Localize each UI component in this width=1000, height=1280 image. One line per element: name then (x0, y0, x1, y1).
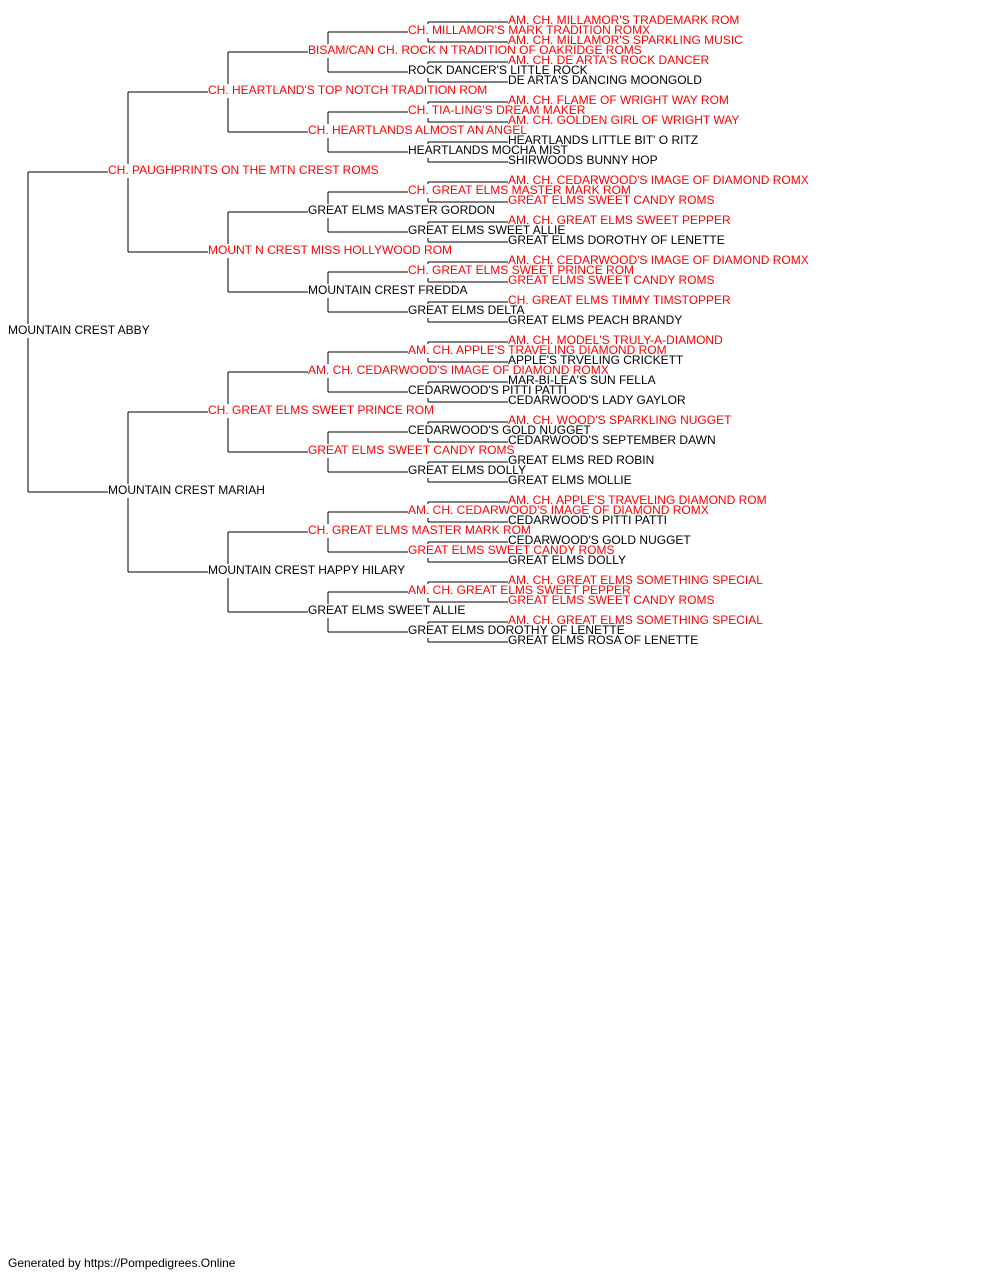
dog-name-mar-bi-lea-s-sun-fella: MAR-BI-LEA'S SUN FELLA (508, 373, 656, 387)
dog-name-mount-n-crest-miss-hollywood-rom: MOUNT N CREST MISS HOLLYWOOD ROM (208, 243, 452, 257)
dog-name-mountain-crest-fredda: MOUNTAIN CREST FREDDA (308, 283, 468, 297)
dog-name-great-elms-dolly: GREAT ELMS DOLLY (508, 553, 626, 567)
dog-name-ch-tia-ling-s-dream-maker: CH. TIA-LING'S DREAM MAKER (408, 103, 586, 117)
dog-name-cedarwood-s-september-dawn: CEDARWOOD'S SEPTEMBER DAWN (508, 433, 716, 447)
dog-name-am-ch-great-elms-sweet-pepper: AM. CH. GREAT ELMS SWEET PEPPER (408, 583, 631, 597)
dog-name-am-ch-great-elms-something-special: AM. CH. GREAT ELMS SOMETHING SPECIAL (508, 573, 763, 587)
dog-name-mountain-crest-abby: MOUNTAIN CREST ABBY (8, 323, 150, 337)
dog-name-great-elms-peach-brandy: GREAT ELMS PEACH BRANDY (508, 313, 682, 327)
dog-name-ch-paughprints-on-the-mtn-crest-roms: CH. PAUGHPRINTS ON THE MTN CREST ROMS (108, 163, 379, 177)
dog-name-heartlands-little-bit-o-ritz: HEARTLANDS LITTLE BIT' O RITZ (508, 133, 698, 147)
dog-name-ch-great-elms-master-mark-rom: CH. GREAT ELMS MASTER MARK ROM (308, 523, 531, 537)
dog-name-great-elms-delta: GREAT ELMS DELTA (408, 303, 524, 317)
generated-by-footer: Generated by https://Pompedigrees.Online (8, 1256, 236, 1270)
dog-name-am-ch-cedarwood-s-image-of-diamond-romx: AM. CH. CEDARWOOD'S IMAGE OF DIAMOND ROM… (508, 253, 809, 267)
dog-name-ch-heartlands-almost-an-angel: CH. HEARTLANDS ALMOST AN ANGEL (308, 123, 527, 137)
dog-name-cedarwood-s-gold-nugget: CEDARWOOD'S GOLD NUGGET (508, 533, 691, 547)
dog-name-ch-heartland-s-top-notch-tradition-rom: CH. HEARTLAND'S TOP NOTCH TRADITION ROM (208, 83, 487, 97)
dog-name-great-elms-sweet-candy-roms: GREAT ELMS SWEET CANDY ROMS (508, 273, 714, 287)
dog-name-am-ch-cedarwood-s-image-of-diamond-romx: AM. CH. CEDARWOOD'S IMAGE OF DIAMOND ROM… (508, 173, 809, 187)
dog-name-mountain-crest-mariah: MOUNTAIN CREST MARIAH (108, 483, 265, 497)
dog-name-great-elms-master-gordon: GREAT ELMS MASTER GORDON (308, 203, 495, 217)
dog-name-apple-s-trveling-crickett: APPLE'S TRVELING CRICKETT (508, 353, 684, 367)
dog-name-ch-great-elms-sweet-prince-rom: CH. GREAT ELMS SWEET PRINCE ROM (408, 263, 634, 277)
dog-name-ch-great-elms-sweet-prince-rom: CH. GREAT ELMS SWEET PRINCE ROM (208, 403, 434, 417)
dog-name-am-ch-apple-s-traveling-diamond-rom: AM. CH. APPLE'S TRAVELING DIAMOND ROM (508, 493, 767, 507)
dog-name-am-ch-millamor-s-sparkling-music: AM. CH. MILLAMOR'S SPARKLING MUSIC (508, 33, 743, 47)
dog-name-am-ch-golden-girl-of-wright-way: AM. CH. GOLDEN GIRL OF WRIGHT WAY (508, 113, 739, 127)
dog-name-mountain-crest-happy-hilary: MOUNTAIN CREST HAPPY HILARY (208, 563, 405, 577)
dog-name-ch-great-elms-master-mark-rom: CH. GREAT ELMS MASTER MARK ROM (408, 183, 631, 197)
dog-name-bisam-can-ch-rock-n-tradition-of-oakridge-roms: BISAM/CAN CH. ROCK N TRADITION OF OAKRID… (308, 43, 642, 57)
dog-name-am-ch-millamor-s-trademark-rom: AM. CH. MILLAMOR'S TRADEMARK ROM (508, 13, 739, 27)
dog-name-am-ch-de-arta-s-rock-dancer: AM. CH. DE ARTA'S ROCK DANCER (508, 53, 710, 67)
dog-name-cedarwood-s-pitti-patti: CEDARWOOD'S PITTI PATTI (408, 383, 567, 397)
dog-name-great-elms-red-robin: GREAT ELMS RED ROBIN (508, 453, 654, 467)
dog-name-am-ch-apple-s-traveling-diamond-rom: AM. CH. APPLE'S TRAVELING DIAMOND ROM (408, 343, 667, 357)
dog-name-rock-dancer-s-little-rock: ROCK DANCER'S LITTLE ROCK (408, 63, 588, 77)
dog-name-great-elms-sweet-candy-roms: GREAT ELMS SWEET CANDY ROMS (508, 193, 714, 207)
dog-name-am-ch-great-elms-sweet-pepper: AM. CH. GREAT ELMS SWEET PEPPER (508, 213, 731, 227)
dog-name-great-elms-dolly: GREAT ELMS DOLLY (408, 463, 526, 477)
dog-name-great-elms-sweet-candy-roms: GREAT ELMS SWEET CANDY ROMS (408, 543, 614, 557)
dog-name-cedarwood-s-pitti-patti: CEDARWOOD'S PITTI PATTI (508, 513, 667, 527)
dog-name-great-elms-mollie: GREAT ELMS MOLLIE (508, 473, 632, 487)
dog-name-great-elms-sweet-allie: GREAT ELMS SWEET ALLIE (408, 223, 565, 237)
dog-name-de-arta-s-dancing-moongold: DE ARTA'S DANCING MOONGOLD (508, 73, 702, 87)
dog-name-great-elms-sweet-candy-roms: GREAT ELMS SWEET CANDY ROMS (508, 593, 714, 607)
dog-name-am-ch-cedarwood-s-image-of-diamond-romx: AM. CH. CEDARWOOD'S IMAGE OF DIAMOND ROM… (308, 363, 609, 377)
dog-name-great-elms-dorothy-of-lenette: GREAT ELMS DOROTHY OF LENETTE (408, 623, 625, 637)
dog-name-great-elms-dorothy-of-lenette: GREAT ELMS DOROTHY OF LENETTE (508, 233, 725, 247)
dog-name-great-elms-sweet-allie: GREAT ELMS SWEET ALLIE (308, 603, 465, 617)
dog-name-great-elms-sweet-candy-roms: GREAT ELMS SWEET CANDY ROMS (308, 443, 514, 457)
dog-name-am-ch-great-elms-something-special: AM. CH. GREAT ELMS SOMETHING SPECIAL (508, 613, 763, 627)
dog-name-heartlands-mocha-mist: HEARTLANDS MOCHA MIST (408, 143, 568, 157)
dog-name-am-ch-flame-of-wright-way-rom: AM. CH. FLAME OF WRIGHT WAY ROM (508, 93, 729, 107)
dog-name-cedarwood-s-lady-gaylor: CEDARWOOD'S LADY GAYLOR (508, 393, 686, 407)
dog-name-great-elms-rosa-of-lenette: GREAT ELMS ROSA OF LENETTE (508, 633, 698, 647)
dog-name-shirwoods-bunny-hop: SHIRWOODS BUNNY HOP (508, 153, 658, 167)
dog-name-am-ch-model-s-truly-a-diamond: AM. CH. MODEL'S TRULY-A-DIAMOND (508, 333, 723, 347)
dog-name-ch-great-elms-timmy-timstopper: CH. GREAT ELMS TIMMY TIMSTOPPER (508, 293, 731, 307)
dog-name-cedarwood-s-gold-nugget: CEDARWOOD'S GOLD NUGGET (408, 423, 591, 437)
dog-name-am-ch-cedarwood-s-image-of-diamond-romx: AM. CH. CEDARWOOD'S IMAGE OF DIAMOND ROM… (408, 503, 709, 517)
dog-name-ch-millamor-s-mark-tradition-romx: CH. MILLAMOR'S MARK TRADITION ROMX (408, 23, 650, 37)
dog-name-am-ch-wood-s-sparkling-nugget: AM. CH. WOOD'S SPARKLING NUGGET (508, 413, 732, 427)
